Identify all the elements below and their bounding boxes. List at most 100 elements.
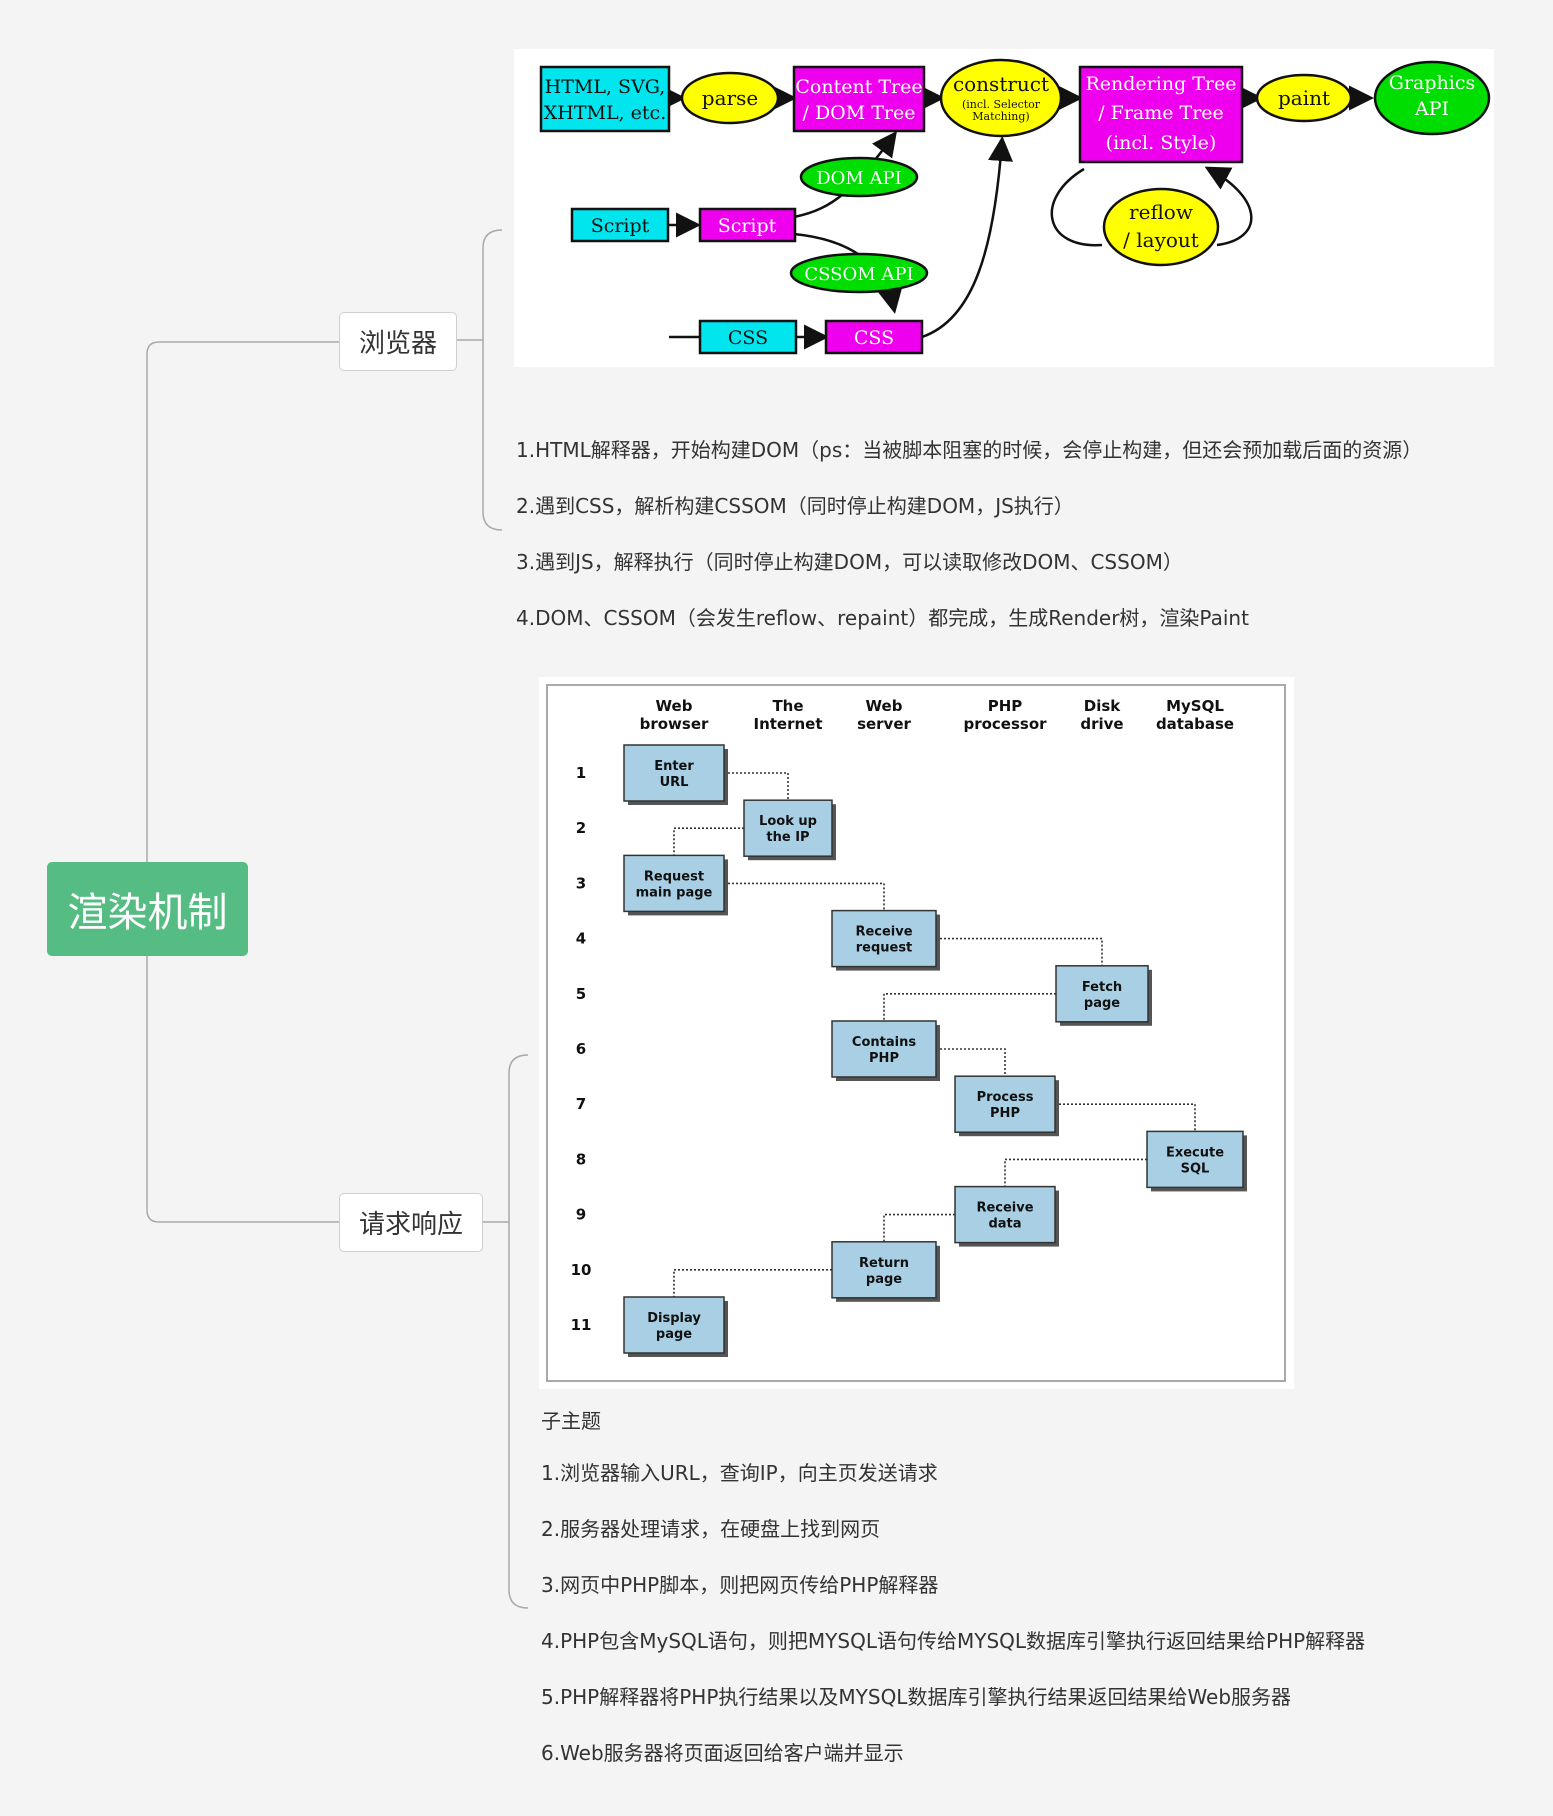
flow-link	[883, 993, 1056, 1021]
rr-note-2[interactable]: 2.服务器处理请求，在硬盘上找到网页	[541, 1517, 881, 1541]
browser-note-3[interactable]: 3.遇到JS，解释执行（同时停止构建DOM，可以读取修改DOM、CSSOM）	[516, 550, 1183, 574]
row-number: 1	[576, 764, 586, 782]
svg-text:/ DOM Tree: / DOM Tree	[803, 102, 916, 124]
browser-rendering-diagram: HTML, SVG, XHTML, etc. parse Content Tre…	[514, 49, 1494, 367]
column-header: server	[857, 715, 911, 733]
browser-note-1[interactable]: 1.HTML解释器，开始构建DOM（ps：当被脚本阻塞的时候，会停止构建，但还会…	[516, 438, 1423, 462]
svg-text:(incl. Style): (incl. Style)	[1106, 132, 1217, 154]
rr-note-3[interactable]: 3.网页中PHP脚本，则把网页传给PHP解释器	[541, 1573, 939, 1597]
node-css-source: CSS	[698, 319, 798, 355]
column-header: Internet	[753, 715, 822, 733]
svg-text:data: data	[988, 1217, 1021, 1232]
column-header: browser	[640, 715, 709, 733]
svg-text:Look up: Look up	[759, 814, 817, 829]
branch-request-response[interactable]: 请求响应	[339, 1193, 483, 1252]
flow-link	[936, 937, 1103, 966]
row-number: 6	[576, 1040, 586, 1058]
node-reflow-layout: reflow / layout	[1102, 187, 1220, 267]
node-parse: parse	[680, 71, 780, 125]
svg-text:PHP: PHP	[869, 1051, 899, 1066]
svg-text:/ layout: / layout	[1123, 228, 1199, 252]
flow-link	[883, 1213, 955, 1242]
svg-text:construct: construct	[953, 72, 1049, 96]
svg-text:Execute: Execute	[1166, 1145, 1224, 1160]
svg-text:Contains: Contains	[852, 1035, 916, 1050]
row-number: 4	[576, 930, 586, 948]
svg-text:XHTML, etc.: XHTML, etc.	[544, 102, 666, 124]
row-number: 5	[576, 985, 586, 1003]
column-header: Web	[656, 697, 693, 715]
node-content-tree: Content Tree / DOM Tree	[792, 65, 926, 133]
row-number: 2	[576, 819, 586, 837]
svg-text:Rendering Tree: Rendering Tree	[1085, 73, 1236, 95]
column-header: MySQL	[1166, 697, 1224, 715]
flow-link	[724, 772, 789, 801]
svg-text:SQL: SQL	[1181, 1161, 1210, 1176]
svg-text:CSS: CSS	[728, 327, 768, 349]
svg-text:Enter: Enter	[654, 759, 694, 774]
svg-text:Script: Script	[591, 215, 650, 237]
column-header: drive	[1080, 715, 1123, 733]
column-header: processor	[963, 715, 1047, 733]
row-number: 9	[576, 1206, 586, 1224]
svg-text:HTML, SVG,: HTML, SVG,	[545, 76, 666, 98]
node-source-markup: HTML, SVG, XHTML, etc.	[539, 65, 671, 133]
svg-text:Display: Display	[647, 1311, 701, 1326]
svg-text:request: request	[856, 941, 913, 956]
row-number: 11	[571, 1316, 592, 1334]
root-topic[interactable]: 渲染机制	[47, 862, 248, 956]
node-construct: construct (incl. Selector Matching)	[939, 58, 1063, 138]
svg-text:main page: main page	[636, 885, 713, 900]
svg-text:Request: Request	[644, 869, 704, 884]
node-cssom-api: CSSOM API	[789, 252, 929, 294]
column-header: Web	[866, 697, 903, 715]
svg-text:page: page	[656, 1327, 692, 1342]
column-header: The	[772, 697, 803, 715]
rr-note-subtopic[interactable]: 子主题	[541, 1409, 601, 1433]
column-header: PHP	[988, 697, 1023, 715]
svg-text:paint: paint	[1278, 86, 1330, 110]
flow-link	[936, 1048, 1006, 1077]
svg-text:the IP: the IP	[766, 830, 809, 845]
browser-note-2[interactable]: 2.遇到CSS，解析构建CSSOM（同时停止构建DOM，JS执行）	[516, 494, 1074, 518]
node-script-source: Script	[570, 207, 670, 243]
flow-link	[1004, 1158, 1147, 1187]
rr-note-6[interactable]: 6.Web服务器将页面返回给客户端并显示	[541, 1741, 904, 1765]
svg-text:Receive: Receive	[855, 925, 912, 940]
svg-text:Receive: Receive	[976, 1201, 1033, 1216]
node-graphics-api: Graphics API	[1373, 60, 1491, 136]
svg-text:Matching): Matching)	[972, 110, 1029, 123]
svg-text:reflow: reflow	[1129, 200, 1193, 224]
rr-note-4[interactable]: 4.PHP包含MySQL语句，则把MYSQL语句传给MYSQL数据库引擎执行返回…	[541, 1629, 1366, 1653]
flow-link	[724, 882, 885, 911]
svg-text:PHP: PHP	[990, 1106, 1020, 1121]
svg-text:(incl. Selector: (incl. Selector	[962, 98, 1041, 111]
node-paint: paint	[1255, 73, 1353, 123]
rr-note-1[interactable]: 1.浏览器输入URL，查询IP，向主页发送请求	[541, 1461, 938, 1485]
svg-text:parse: parse	[702, 86, 758, 110]
browser-note-4[interactable]: 4.DOM、CSSOM（会发生reflow、repaint）都完成，生成Rend…	[516, 606, 1249, 630]
rr-note-5[interactable]: 5.PHP解释器将PHP执行结果以及MYSQL数据库引擎执行结果返回结果给Web…	[541, 1685, 1292, 1709]
svg-text:URL: URL	[660, 775, 689, 790]
flow-link	[673, 1269, 832, 1297]
svg-text:DOM API: DOM API	[816, 168, 902, 189]
branch-browser[interactable]: 浏览器	[339, 312, 457, 371]
svg-text:Content Tree: Content Tree	[795, 76, 922, 98]
row-number: 7	[576, 1095, 586, 1113]
svg-text:Fetch: Fetch	[1082, 980, 1122, 995]
row-number: 8	[576, 1150, 586, 1168]
node-dom-api: DOM API	[799, 156, 919, 198]
svg-text:Process: Process	[977, 1090, 1034, 1105]
svg-text:page: page	[1084, 996, 1120, 1011]
